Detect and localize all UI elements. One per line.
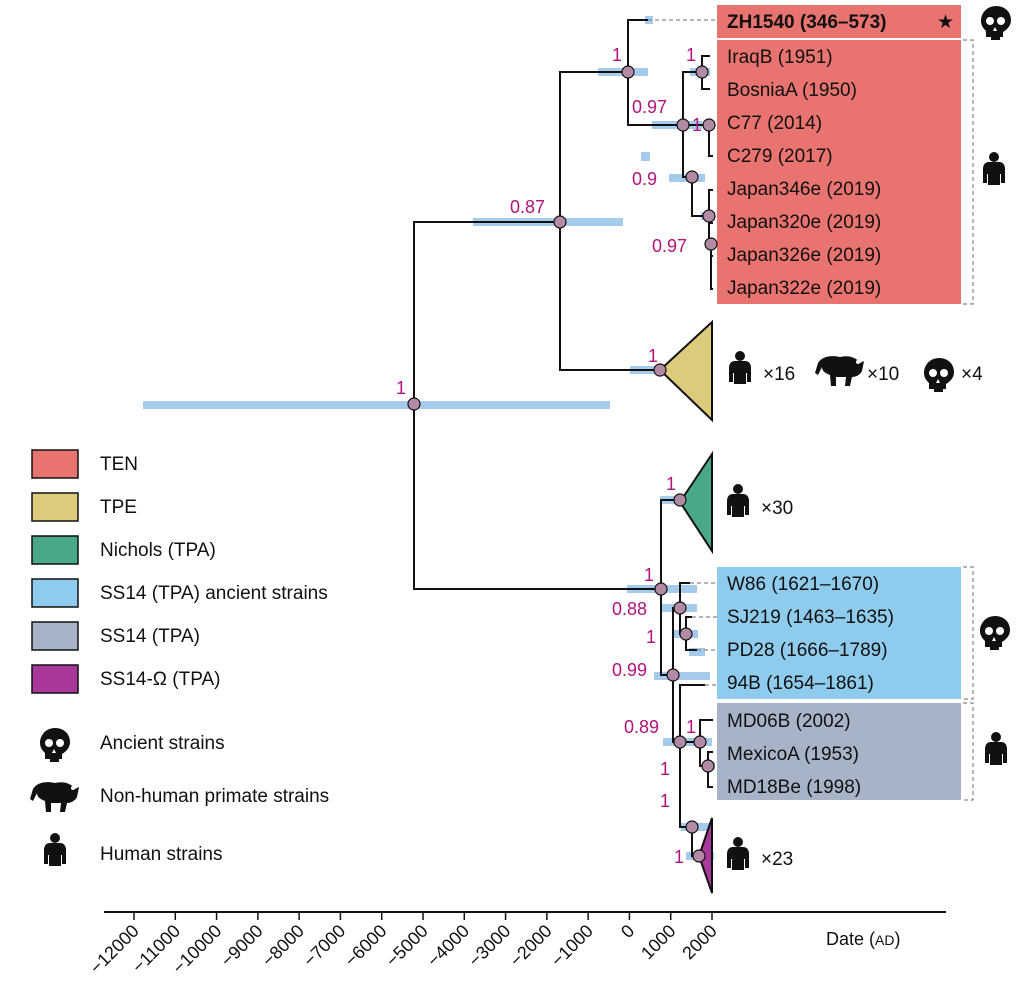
posterior-ten-d: 0.9 <box>632 169 657 189</box>
tip-zh1540: ZH1540 (346–573) <box>727 12 887 33</box>
human-icon <box>985 732 1007 765</box>
tip-zh1540-star: ★ <box>937 12 954 33</box>
legend-swatch <box>31 449 79 479</box>
tip-label: SJ219 (1463–1635) <box>727 607 894 628</box>
ss14-ancient-box <box>717 567 961 699</box>
posterior-labels: 1 0.87 1 1 0.97 1 0.9 0.97 1 1 1 0.88 1 … <box>396 45 702 867</box>
posterior-ss14-anc-a: 0.88 <box>612 599 647 619</box>
tip-label: Japan322e (2019) <box>727 278 881 299</box>
tip-label: Japan326e (2019) <box>727 245 881 266</box>
posterior-ten-c: 1 <box>692 115 702 135</box>
legend-label: Human strains <box>100 844 223 865</box>
primate-icon <box>30 782 79 812</box>
posterior-ss14-anc-b: 1 <box>646 627 656 647</box>
human-icon <box>727 484 749 517</box>
legend-swatch <box>31 535 79 565</box>
axis-tick-label: −4000 <box>423 921 473 971</box>
tip-label: 94B (1654–1861) <box>727 673 874 694</box>
tpe-triangle <box>658 319 713 423</box>
posterior-omega: 1 <box>674 847 684 867</box>
axis-tick-label: −3000 <box>465 921 515 971</box>
legend-label: TPE <box>100 497 137 518</box>
legend-label: TEN <box>100 454 138 475</box>
tip-label: PD28 (1666–1789) <box>727 640 888 661</box>
nichols-triangle <box>678 450 713 555</box>
tip-label: MD18Be (1998) <box>727 777 861 798</box>
tip-label: C77 (2014) <box>727 113 822 134</box>
legend-label: SS14 (TPA) <box>100 626 200 647</box>
human-icon <box>727 837 749 870</box>
nichols-human-count: ×30 <box>761 498 793 519</box>
posterior-ss14-a: 0.89 <box>624 717 659 737</box>
skull-icon <box>924 358 954 392</box>
axis-tick-label: 1000 <box>637 921 679 963</box>
tpe-primate-count: ×10 <box>867 364 899 385</box>
tpe-ancient-count: ×4 <box>961 364 983 385</box>
ten-modern-box <box>717 40 961 304</box>
leader-lines <box>648 19 974 801</box>
axis-tick-label: 2000 <box>678 921 720 963</box>
posterior-root: 1 <box>396 378 406 398</box>
tip-label: W86 (1621–1670) <box>727 574 879 595</box>
human-icon <box>983 152 1005 185</box>
legend: TEN TPE Nichols (TPA) SS14 (TPA) ancient… <box>30 449 329 866</box>
posterior-ten-e: 0.97 <box>652 236 687 256</box>
ten-ancient-box <box>717 5 961 38</box>
axis-tick-label: −8000 <box>258 921 308 971</box>
axis-tick-label: 0 <box>617 921 638 942</box>
skull-icon <box>981 6 1011 40</box>
axis-tick-label: −1000 <box>547 921 597 971</box>
legend-label: SS14 (TPA) ancient strains <box>100 583 328 604</box>
ss14-box <box>717 703 961 800</box>
axis-tick-label: −5000 <box>382 921 432 971</box>
human-icon <box>729 351 751 384</box>
axis-tick-label: −2000 <box>506 921 556 971</box>
posterior-ss14-anc-c: 0.99 <box>612 660 647 680</box>
tip-label: BosniaA (1950) <box>727 80 857 101</box>
human-icon <box>44 833 66 866</box>
posterior-tpe: 1 <box>648 346 658 366</box>
primate-icon <box>815 356 864 386</box>
posterior-ten-b: 0.97 <box>632 97 667 117</box>
legend-label: Ancient strains <box>100 733 225 754</box>
posterior-ten-tpe: 0.87 <box>510 197 545 217</box>
axis-tick-label: −7000 <box>299 921 349 971</box>
posterior-ss14-b: 1 <box>686 717 696 737</box>
tree-branches <box>413 19 713 857</box>
tip-label: IraqB (1951) <box>727 47 833 68</box>
skull-icon <box>40 728 70 762</box>
tree-nodes <box>407 65 718 863</box>
skull-icon <box>980 616 1010 650</box>
legend-swatch <box>31 492 79 522</box>
legend-label: Non-human primate strains <box>100 786 329 807</box>
legend-label: Nichols (TPA) <box>100 540 216 561</box>
tip-label: Japan346e (2019) <box>727 179 881 200</box>
legend-swatch <box>31 664 79 694</box>
legend-swatch <box>31 578 79 608</box>
tip-labels: ZH1540 (346–573) ★ IraqB (1951) BosniaA … <box>727 12 954 798</box>
posterior-ss14-d: 1 <box>660 791 670 811</box>
axis-title: Date (AD) <box>826 929 900 949</box>
posterior-nichols: 1 <box>666 474 676 494</box>
tip-label: C279 (2017) <box>727 146 833 167</box>
omega-human-count: ×23 <box>761 849 793 870</box>
tip-label: MD06B (2002) <box>727 711 851 732</box>
tpe-human-count: ×16 <box>763 364 795 385</box>
axis-tick-label: −9000 <box>217 921 267 971</box>
posterior-ten: 1 <box>612 45 622 65</box>
axis-tick-label: −6000 <box>341 921 391 971</box>
date-axis: −12000−11000−10000−9000−8000−7000−6000−5… <box>86 911 946 978</box>
posterior-ss14-c: 1 <box>660 759 670 779</box>
tip-label: Japan320e (2019) <box>727 212 881 233</box>
posterior-ten-a: 1 <box>686 45 696 65</box>
legend-label: SS14-Ω (TPA) <box>100 669 221 690</box>
posterior-tpa: 1 <box>644 565 654 585</box>
tip-label: MexicoA (1953) <box>727 744 859 765</box>
legend-swatch <box>31 621 79 651</box>
